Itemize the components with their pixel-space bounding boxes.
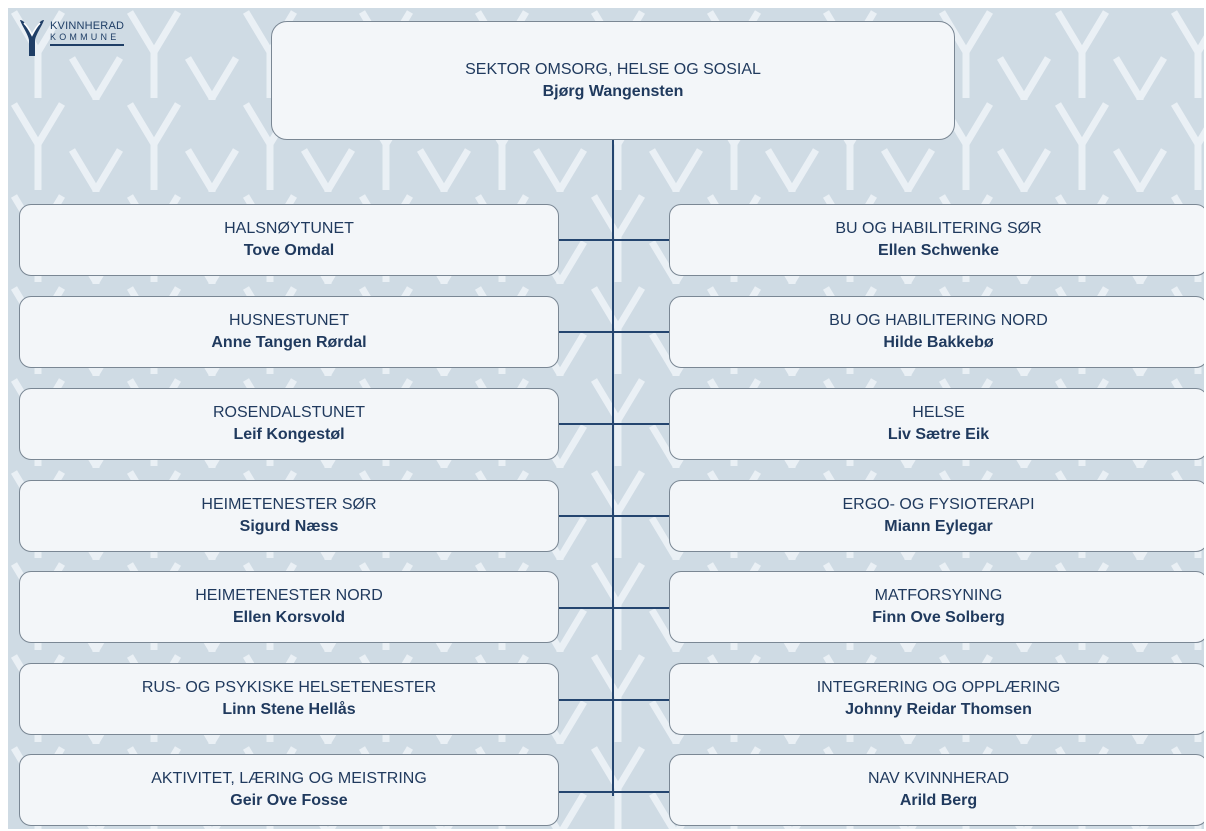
unit-title: HEIMETENESTER NORD bbox=[195, 587, 383, 604]
unit-leader-name: Hilde Bakkebø bbox=[883, 334, 994, 351]
unit-box-integrering: INTEGRERING OG OPPLÆRING Johnny Reidar T… bbox=[669, 663, 1204, 735]
logo-text-line2: KOMMUNE bbox=[50, 32, 120, 42]
unit-box-husnestunet: HUSNESTUNET Anne Tangen Rørdal bbox=[19, 296, 559, 368]
unit-leader-name: Linn Stene Hellås bbox=[222, 701, 356, 718]
right-branches bbox=[613, 239, 669, 793]
org-chart-canvas: KVINNHERAD KOMMUNE SEKTOR OMSORG, HELSE … bbox=[8, 8, 1204, 829]
unit-box-bu-habilitering-sor: BU OG HABILITERING SØR Ellen Schwenke bbox=[669, 204, 1204, 276]
unit-box-matforsyning: MATFORSYNING Finn Ove Solberg bbox=[669, 571, 1204, 643]
sector-title: SEKTOR OMSORG, HELSE OG SOSIAL bbox=[465, 60, 761, 78]
unit-box-rosendalstunet: ROSENDALSTUNET Leif Kongestøl bbox=[19, 388, 559, 460]
unit-title: HUSNESTUNET bbox=[228, 312, 349, 329]
unit-leader-name: Ellen Schwenke bbox=[878, 242, 999, 259]
unit-leader-name: Finn Ove Solberg bbox=[872, 609, 1005, 626]
unit-box-heimetenester-nord: HEIMETENESTER NORD Ellen Korsvold bbox=[19, 571, 559, 643]
unit-leader-name: Liv Sætre Eik bbox=[887, 426, 990, 443]
unit-box-helse: HELSE Liv Sætre Eik bbox=[669, 388, 1204, 460]
unit-box-bu-habilitering-nord: BU OG HABILITERING NORD Hilde Bakkebø bbox=[669, 296, 1204, 368]
left-branches bbox=[559, 239, 613, 793]
unit-title: INTEGRERING OG OPPLÆRING bbox=[816, 679, 1061, 696]
unit-box-nav-kvinnherad: NAV KVINNHERAD Arild Berg bbox=[669, 754, 1204, 826]
unit-title: AKTIVITET, LÆRING OG MEISTRING bbox=[151, 770, 427, 787]
connector-lines bbox=[559, 140, 669, 796]
unit-title: RUS- OG PSYKISKE HELSETENESTER bbox=[141, 679, 437, 696]
unit-leader-name: Geir Ove Fosse bbox=[230, 792, 348, 809]
unit-title: BU OG HABILITERING NORD bbox=[829, 312, 1048, 329]
unit-box-halsnoytunet: HALSNØYTUNET Tove Omdal bbox=[19, 204, 559, 276]
unit-leader-name: Leif Kongestøl bbox=[233, 426, 345, 443]
unit-title: ERGO- OG FYSIOTERAPI bbox=[842, 496, 1035, 513]
unit-box-ergo-fysioterapi: ERGO- OG FYSIOTERAPI Miann Eylegar bbox=[669, 480, 1204, 552]
unit-box-heimetenester-sor: HEIMETENESTER SØR Sigurd Næss bbox=[19, 480, 559, 552]
unit-title: BU OG HABILITERING SØR bbox=[835, 220, 1042, 237]
logo-text-line1: KVINNHERAD bbox=[50, 20, 125, 32]
unit-box-aktivitet: AKTIVITET, LÆRING OG MEISTRING Geir Ove … bbox=[19, 754, 559, 826]
unit-title: NAV KVINNHERAD bbox=[867, 770, 1010, 787]
unit-title: HELSE bbox=[912, 404, 965, 421]
unit-title: HEIMETENESTER SØR bbox=[201, 496, 377, 513]
unit-leader-name: Anne Tangen Rørdal bbox=[211, 334, 367, 351]
kvinnherad-logo: KVINNHERAD KOMMUNE bbox=[18, 18, 125, 58]
unit-leader-name: Miann Eylegar bbox=[884, 518, 993, 535]
unit-leader-name: Tove Omdal bbox=[243, 242, 335, 259]
sector-head-name: Bjørg Wangensten bbox=[542, 82, 684, 100]
unit-leader-name: Ellen Korsvold bbox=[232, 609, 346, 626]
unit-title: ROSENDALSTUNET bbox=[212, 404, 366, 421]
unit-box-rus-psykiske: RUS- OG PSYKISKE HELSETENESTER Linn Sten… bbox=[19, 663, 559, 735]
unit-leader-name: Johnny Reidar Thomsen bbox=[845, 701, 1032, 718]
unit-title: MATFORSYNING bbox=[874, 587, 1003, 604]
unit-leader-name: Sigurd Næss bbox=[239, 518, 339, 535]
y-emblem-icon bbox=[20, 20, 44, 56]
unit-leader-name: Arild Berg bbox=[899, 792, 978, 809]
unit-title: HALSNØYTUNET bbox=[224, 220, 354, 237]
sector-head-box: SEKTOR OMSORG, HELSE OG SOSIAL Bjørg Wan… bbox=[271, 21, 955, 140]
